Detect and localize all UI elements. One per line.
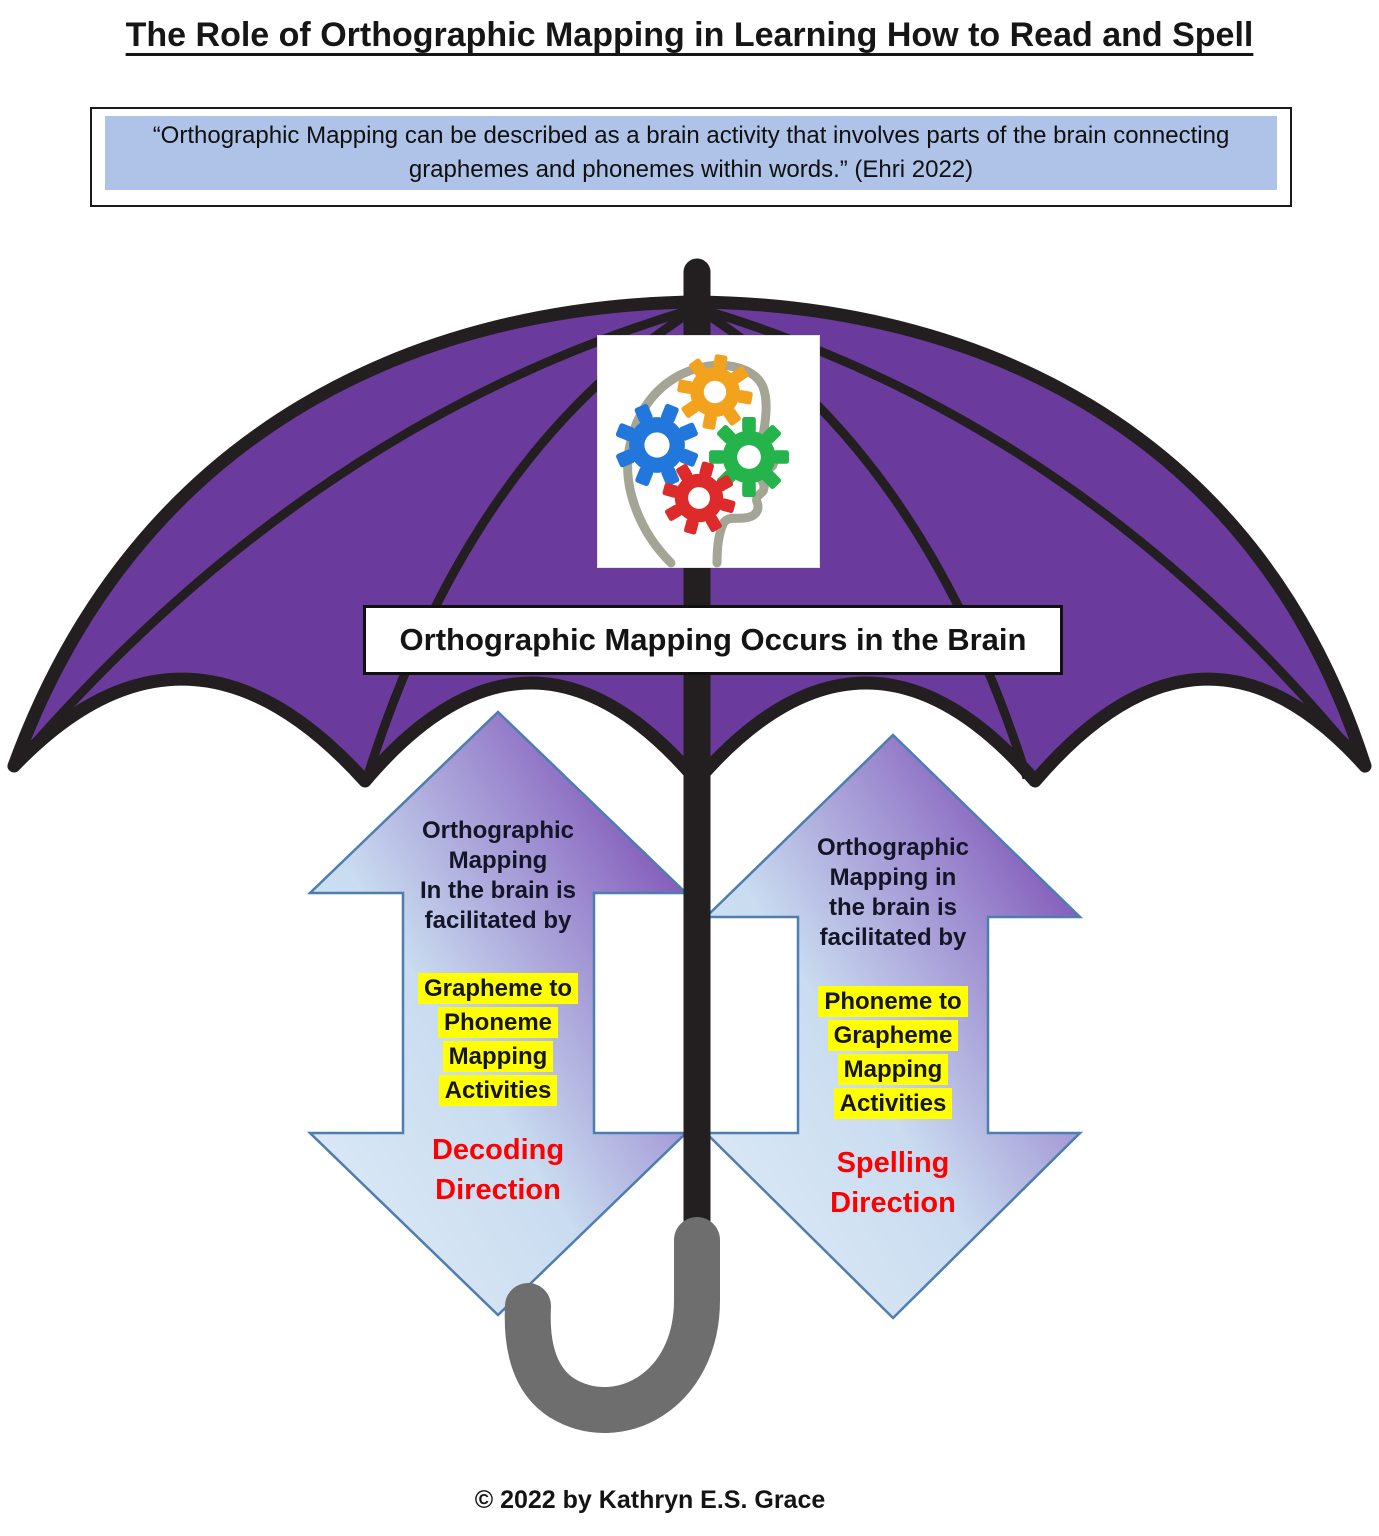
highlight-text: Mapping — [442, 1041, 554, 1072]
highlight-line: Phoneme to — [753, 986, 1033, 1020]
highlight-line: Grapheme — [753, 1020, 1033, 1054]
highlight-text: Activities — [438, 1075, 558, 1106]
highlight-text: Phoneme — [437, 1007, 559, 1038]
right-arrow-highlight-block: Phoneme to Grapheme Mapping Activities — [753, 986, 1033, 1122]
highlight-line: Grapheme to — [358, 973, 638, 1007]
highlight-line: Phoneme — [358, 1007, 638, 1041]
quote-highlight-area: “Orthographic Mapping can be described a… — [105, 116, 1277, 190]
highlight-line: Activities — [753, 1088, 1033, 1122]
head-with-gears-icon — [601, 348, 789, 568]
brain-label: Orthographic Mapping Occurs in the Brain — [399, 622, 1027, 657]
highlight-line: Mapping — [358, 1041, 638, 1075]
quote-text: “Orthographic Mapping can be described a… — [152, 122, 1230, 183]
left-arrow-highlight-block: Grapheme to Phoneme Mapping Activities — [358, 973, 638, 1109]
highlight-line: Activities — [358, 1075, 638, 1109]
highlight-text: Grapheme to — [417, 973, 579, 1004]
left-arrow-intro-text: Orthographic Mapping In the brain is fac… — [419, 817, 577, 934]
quote-box: “Orthographic Mapping can be described a… — [90, 107, 1292, 207]
right-arrow-intro-text: Orthographic Mapping in the brain is fac… — [816, 834, 969, 951]
highlight-text: Mapping — [837, 1054, 949, 1085]
highlight-text: Activities — [833, 1088, 953, 1119]
copyright-text: © 2022 by Kathryn E.S. Grace — [474, 1486, 826, 1514]
highlight-text: Phoneme to — [818, 986, 968, 1017]
page-title: The Role of Orthographic Mapping in Lear… — [125, 16, 1254, 54]
highlight-text: Grapheme — [827, 1020, 959, 1051]
brain-label-box: Orthographic Mapping Occurs in the Brain — [363, 605, 1063, 675]
umbrella-handle — [504, 1217, 720, 1433]
head-image-box — [597, 335, 820, 568]
highlight-line: Mapping — [753, 1054, 1033, 1088]
decoding-direction-label: Decoding Direction — [431, 1134, 565, 1206]
spelling-direction-label: Spelling Direction — [830, 1147, 956, 1219]
